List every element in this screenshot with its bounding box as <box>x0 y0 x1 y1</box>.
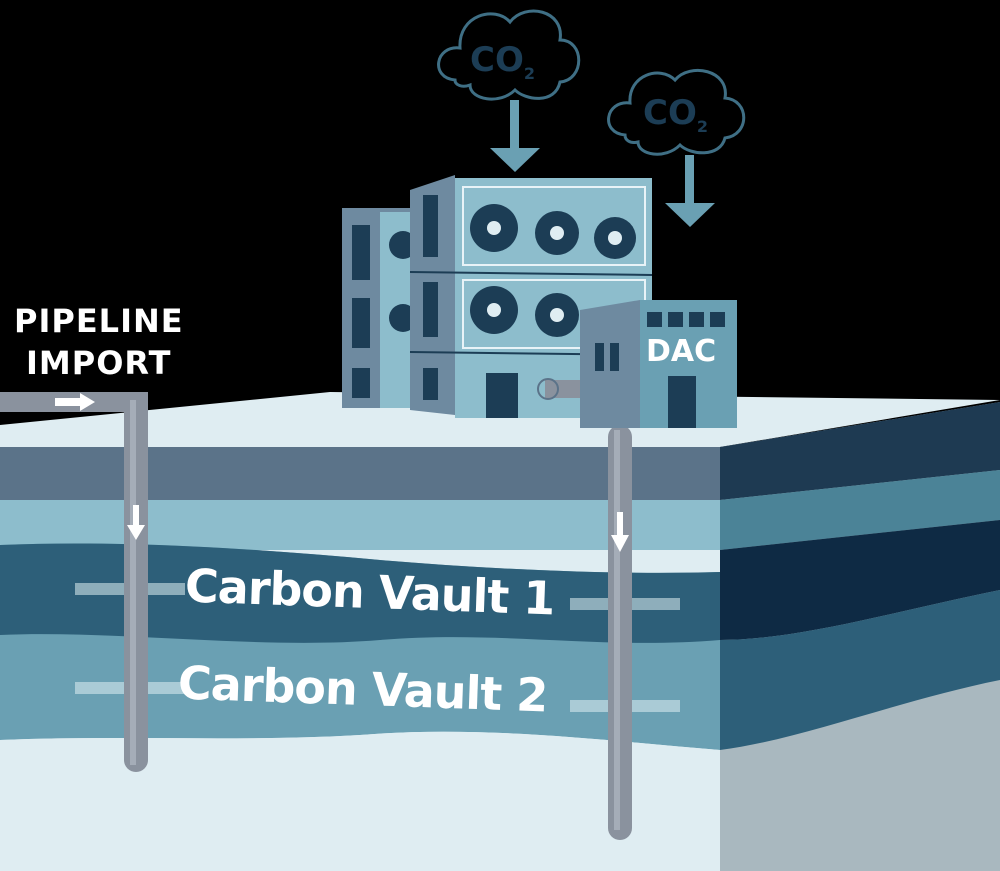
ground-top-face <box>0 392 1000 447</box>
pipeline-import-pipe <box>0 392 148 772</box>
back-building <box>342 208 417 408</box>
arrow-down-icon <box>490 100 715 227</box>
arrow-right-icon <box>55 393 95 411</box>
co2-text: CO <box>470 40 524 80</box>
front-face-strata <box>0 447 720 871</box>
arrow-down-icon <box>127 505 145 540</box>
pipeline-import-label: PIPELINE IMPORT <box>14 300 184 384</box>
co2-subscript: 2 <box>523 63 535 83</box>
co2-label: CO2 <box>470 40 535 83</box>
dac-label: DAC <box>646 334 717 369</box>
co2-label: CO2 <box>643 93 708 136</box>
right-face-strata <box>720 402 1000 871</box>
dac-building <box>580 300 737 428</box>
cloud-icon <box>437 9 746 156</box>
co2-subscript: 2 <box>696 116 708 136</box>
co2-text: CO <box>643 93 697 133</box>
dac-well-pipe <box>608 425 632 840</box>
pipeline-label-line1: PIPELINE <box>14 302 184 340</box>
arrow-down-icon <box>611 512 629 552</box>
pipeline-label-line2: IMPORT <box>26 344 172 382</box>
